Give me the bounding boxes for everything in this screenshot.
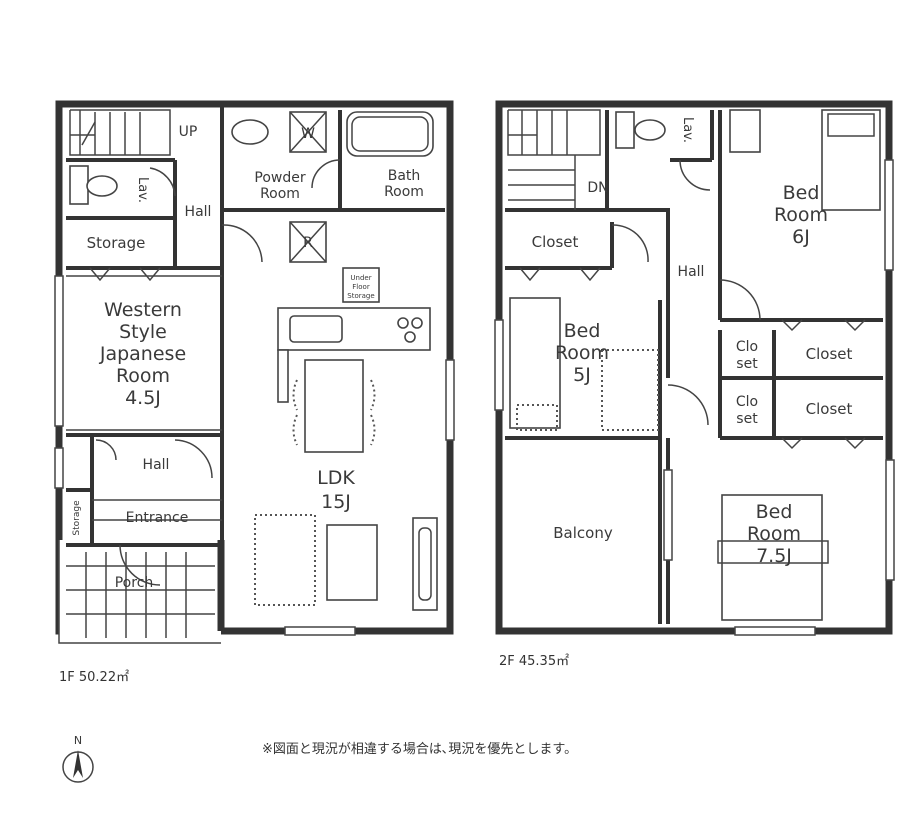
japanese-room-label-4: Room (116, 365, 170, 387)
desk-6j (729, 109, 761, 153)
bath-room-label-2: Room (384, 184, 424, 200)
porch-outline (58, 540, 221, 644)
washer-mark: W (301, 126, 315, 142)
window (54, 275, 64, 427)
stairs-down-2f (507, 109, 601, 210)
window (284, 626, 356, 636)
hall-lower-label: Hall (143, 457, 170, 473)
under-floor-label-3: Storage (347, 292, 374, 300)
floor1-area-label: 1F 50.22㎡ (59, 670, 130, 685)
compass: N (62, 734, 94, 783)
japanese-room-label-3: Japanese (99, 343, 186, 365)
closet-left-label: Closet (532, 233, 579, 251)
ldk-label: LDK (317, 467, 355, 489)
japanese-room-label-1: Western (104, 299, 182, 321)
storage-small-label: Storage (72, 500, 82, 536)
closet-a-label-2: set (736, 356, 758, 372)
bath-room-label-1: Bath (388, 168, 421, 184)
closet-5j-edge (509, 297, 561, 429)
lav-1f-label: Lav. (135, 177, 150, 203)
powder-room-label-2: Room (260, 186, 300, 202)
disclaimer-note: ※図面と現況が相違する場合は､現況を優先とします。 (262, 742, 578, 757)
bed-75j-label-1: Bed (756, 501, 793, 523)
bed-5j-label-1: Bed (564, 320, 601, 342)
kitchen-sink (289, 315, 343, 343)
compass-n-label: N (74, 734, 82, 747)
coffee-table (326, 524, 378, 601)
window (734, 626, 816, 636)
window (885, 459, 895, 581)
japanese-room-size: 4.5J (125, 387, 161, 409)
under-floor-label-2: Floor (352, 283, 370, 291)
closet-a-label-1: Clo (736, 339, 758, 355)
stairs-up-1f (69, 109, 171, 156)
under-floor-label-1: Under (350, 274, 371, 282)
under-floor-storage-box (342, 267, 380, 303)
bed-5j-size: 5J (573, 364, 591, 386)
entrance-label: Entrance (126, 510, 189, 526)
window (884, 159, 894, 271)
toilet-1f (69, 165, 118, 205)
bed-75j-label-2: Room (747, 523, 801, 545)
washbasin (231, 119, 269, 145)
bed-6j-label-1: Bed (783, 182, 820, 204)
storage-label: Storage (87, 234, 146, 252)
toilet-2f (615, 111, 666, 149)
fridge-mark: R (303, 235, 313, 251)
dining-table (304, 359, 364, 453)
porch-tiles (66, 552, 215, 638)
stairs-down-label: DN (587, 180, 608, 196)
floor-2: DN Lav. Closet Hall Bed Room 6J Bed Room… (494, 100, 895, 636)
bed-5j-label-2: Room (555, 342, 609, 364)
bed-6j-size: 6J (792, 226, 810, 248)
hall-upper-label: Hall (185, 204, 212, 220)
bed-6j-label-2: Room (774, 204, 828, 226)
floor-1: UP Lav. Hall Storage Western Style Japan… (54, 100, 455, 644)
closet-b-label: Closet (806, 345, 853, 363)
hall-2f-label: Hall (678, 264, 705, 280)
powder-room-label-1: Powder (254, 170, 305, 186)
ldk-size: 15J (321, 491, 351, 513)
japanese-room-label-2: Style (119, 321, 167, 343)
window (445, 359, 455, 441)
closet-c-label-1: Clo (736, 394, 758, 410)
window (663, 469, 673, 561)
balcony-label: Balcony (553, 524, 613, 542)
bed-75j-size: 7.5J (756, 545, 792, 567)
closet-c-label-2: set (736, 411, 758, 427)
bed-6j (821, 109, 881, 211)
closet-d-label: Closet (806, 400, 853, 418)
bathtub (346, 111, 434, 157)
desk-5j (601, 349, 659, 431)
lav-2f-label: Lav. (680, 117, 695, 143)
stairs-up-label: UP (179, 124, 198, 140)
floor2-area-label: 2F 45.35㎡ (499, 654, 570, 669)
kitchen-counter (277, 307, 431, 351)
window (494, 319, 504, 411)
window (54, 447, 64, 489)
bed-75j (721, 494, 823, 621)
porch-label: Porch (115, 575, 154, 591)
tv-board (412, 517, 438, 611)
sofa (254, 514, 316, 606)
chair-5j (516, 404, 558, 431)
